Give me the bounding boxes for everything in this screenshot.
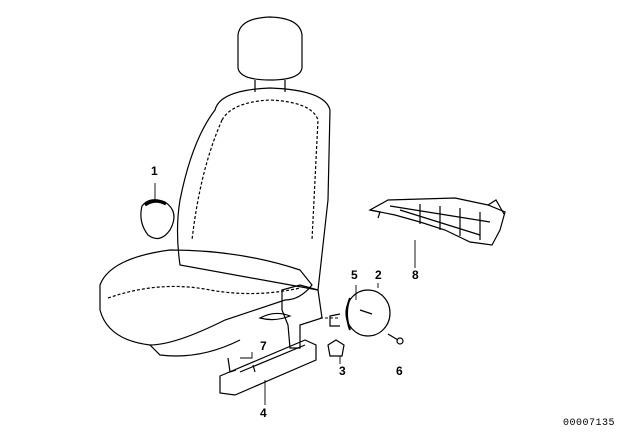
seat-hinge [258, 284, 323, 349]
callout-1[interactable]: 1 [151, 164, 158, 178]
callout-6[interactable]: 6 [396, 364, 403, 378]
headrest [237, 16, 303, 92]
part-8-frame [368, 197, 506, 246]
callout-5[interactable]: 5 [351, 268, 358, 282]
leader-lines [154, 183, 416, 405]
part-6-screw [387, 333, 404, 345]
part-3-clip [327, 339, 345, 357]
part-4-trim [219, 339, 317, 396]
seat-backrest [176, 87, 331, 291]
callout-8[interactable]: 8 [412, 268, 419, 282]
callout-2[interactable]: 2 [375, 268, 382, 282]
part-2-5-knob [329, 289, 391, 337]
part-7-clip [227, 357, 256, 373]
callout-4[interactable]: 4 [260, 406, 267, 420]
callout-7[interactable]: 7 [260, 339, 267, 353]
diagram-code: 00007135 [563, 418, 616, 429]
part-1-cover [140, 199, 175, 240]
seat-cushion [99, 249, 313, 357]
callout-3[interactable]: 3 [339, 364, 346, 378]
